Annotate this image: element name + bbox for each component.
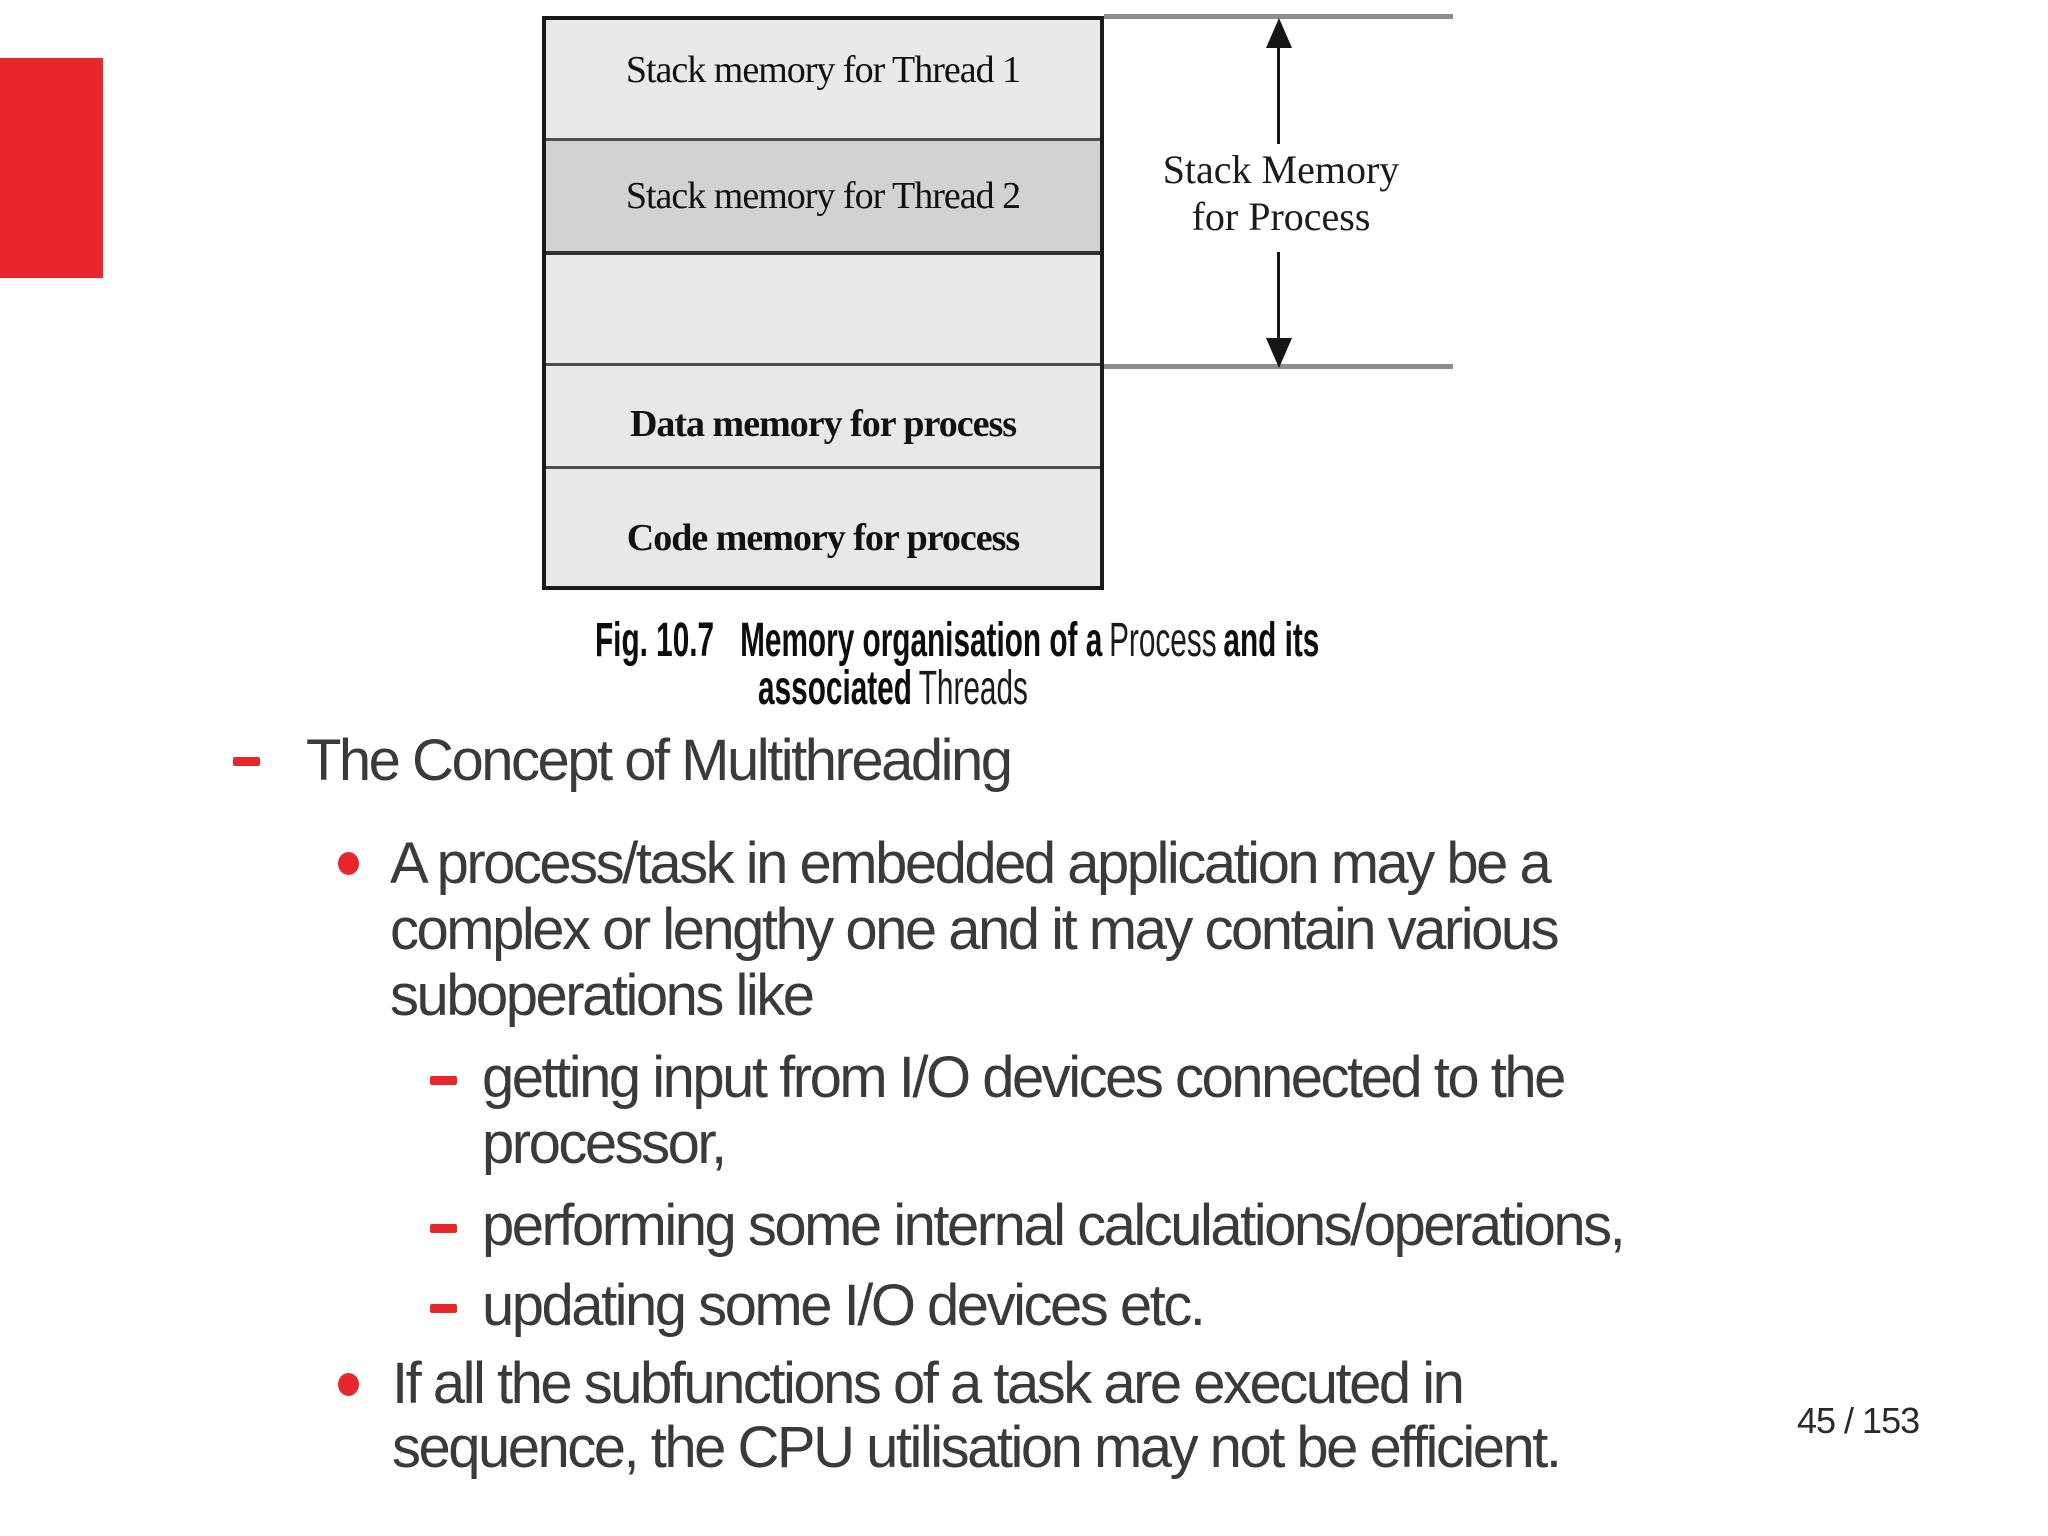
arrow-shaft-upper	[1277, 44, 1280, 144]
caption-text: Memory organisation of a	[740, 614, 1103, 667]
caption-text-light: Threads	[918, 662, 1028, 715]
memory-diagram-box: Stack memory for Thread 1 Stack memory f…	[542, 16, 1104, 590]
figure-caption: Fig. 10.7 Memory organisation of a Proce…	[595, 614, 1320, 715]
round-bullet-icon	[338, 852, 359, 875]
diagram-section-code-memory: Code memory for process	[546, 469, 1100, 586]
subbullet3-line1: updating some I/O devices etc.	[482, 1273, 1206, 1338]
bullet2-line2: sequence, the CPU utilisation may not be…	[392, 1415, 1562, 1480]
section-label: Stack memory for Thread 2	[625, 175, 1021, 217]
annotation-line1: Stack Memory	[1162, 147, 1400, 192]
dash-bullet-icon	[233, 757, 260, 766]
diagram-section-stack-thread1: Stack memory for Thread 1	[546, 20, 1100, 141]
caption-text: associated	[758, 662, 912, 715]
arrow-shaft-lower	[1277, 252, 1280, 342]
dash-bullet-icon	[430, 1076, 457, 1085]
arrow-down-icon	[1266, 338, 1292, 368]
caption-line1: Fig. 10.7 Memory organisation of a Proce…	[595, 614, 1320, 667]
bullet1-line3: suboperations like	[390, 963, 815, 1028]
bullet1-line2: complex or lengthy one and it may contai…	[390, 897, 1560, 962]
caption-text: and its	[1223, 614, 1320, 667]
caption-fig-number: Fig. 10.7	[595, 614, 715, 667]
diagram-section-empty	[546, 255, 1100, 366]
annotation-line2: for Process	[1191, 194, 1371, 239]
section-label: Data memory for process	[629, 403, 1017, 445]
subbullet1-line2: processor,	[482, 1111, 727, 1176]
caption-line2: associated Threads	[758, 662, 1319, 715]
stack-extent-top-line	[1104, 14, 1453, 19]
stack-memory-annotation: Stack Memory for Process	[1121, 146, 1441, 240]
section-label: Stack memory for Thread 1	[625, 49, 1021, 91]
heading-level1: The Concept of Multithreading	[306, 728, 1013, 793]
dash-bullet-icon	[430, 1224, 457, 1233]
arrow-up-icon	[1266, 18, 1292, 48]
page-indicator: 45 / 153	[1797, 1400, 1920, 1441]
round-bullet-icon	[338, 1373, 359, 1396]
dash-bullet-icon	[430, 1304, 457, 1313]
subbullet1-line1: getting input from I/O devices connected…	[482, 1045, 1566, 1110]
section-label: Code memory for process	[626, 516, 1020, 559]
bullet2-line1: If all the subfunctions of a task are ex…	[392, 1351, 1465, 1416]
caption-text-light: Process	[1109, 614, 1217, 667]
diagram-section-stack-thread2: Stack memory for Thread 2	[546, 141, 1100, 255]
subbullet2-line1: performing some internal calculations/op…	[482, 1193, 1626, 1258]
diagram-section-data-memory: Data memory for process	[546, 366, 1100, 469]
bullet1-line1: A process/task in embedded application m…	[390, 831, 1552, 896]
slide-accent-block	[0, 58, 103, 278]
